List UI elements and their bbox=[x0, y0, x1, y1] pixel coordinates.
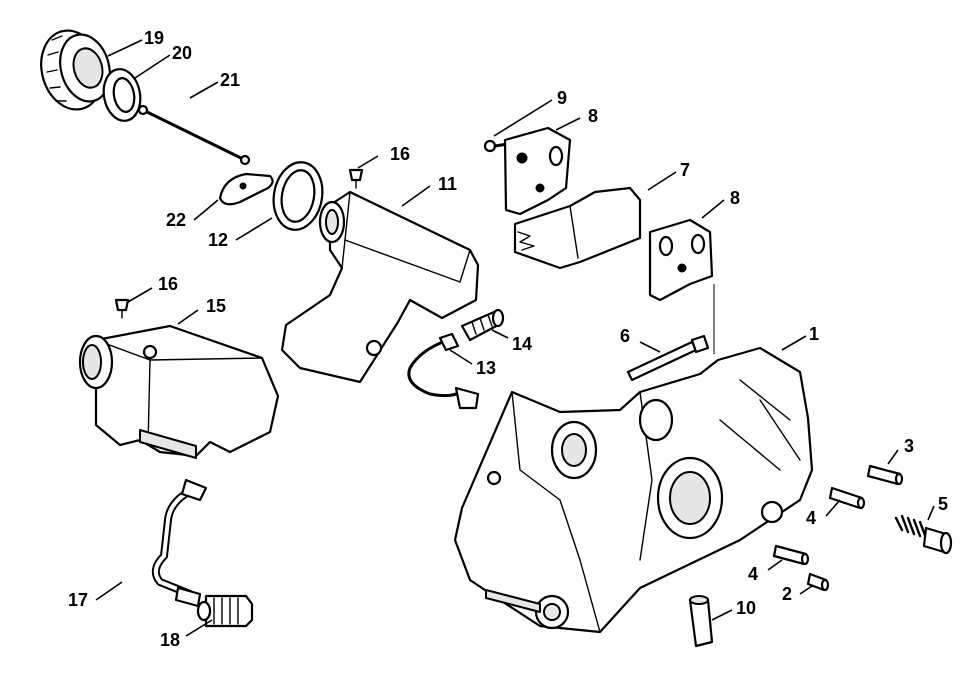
part-11-housing bbox=[280, 190, 480, 384]
part-12-gasket bbox=[272, 161, 324, 231]
part-13-cable bbox=[407, 332, 480, 410]
callout-6: 6 bbox=[620, 326, 630, 346]
part-8-plate-upper bbox=[503, 126, 572, 216]
part-5-spring-bolt bbox=[894, 514, 953, 555]
callout-3: 3 bbox=[904, 436, 914, 456]
part-16-screw-top bbox=[348, 168, 364, 189]
callout-5: 5 bbox=[938, 494, 948, 514]
callout-17: 17 bbox=[68, 590, 88, 610]
part-8-plate-lower bbox=[648, 218, 714, 302]
callout-16-top: 16 bbox=[390, 144, 410, 164]
callout-2: 2 bbox=[782, 584, 792, 604]
part-15-handle-housing bbox=[78, 324, 280, 459]
callout-7: 7 bbox=[680, 160, 690, 180]
callout-20: 20 bbox=[172, 43, 192, 63]
callout-14: 14 bbox=[512, 334, 532, 354]
part-18-fuel-filter bbox=[196, 594, 254, 628]
part-22-clip bbox=[218, 172, 274, 206]
part-19-cap bbox=[40, 29, 111, 111]
callout-4-lower: 4 bbox=[748, 564, 758, 584]
callout-4-upper: 4 bbox=[806, 508, 816, 528]
part-14-fitting bbox=[460, 308, 505, 342]
callout-13: 13 bbox=[476, 358, 496, 378]
leader-lines bbox=[95, 39, 935, 637]
part-1-crankcase bbox=[453, 346, 814, 634]
part-20-seal bbox=[102, 68, 142, 122]
part-4-pin-lower bbox=[772, 544, 810, 566]
callout-1: 1 bbox=[809, 324, 819, 344]
callout-18: 18 bbox=[160, 630, 180, 650]
part-3-pin bbox=[866, 464, 904, 486]
callout-21: 21 bbox=[220, 70, 240, 90]
part-6-bolt bbox=[626, 334, 710, 382]
part-17-fuel-hose bbox=[151, 478, 208, 608]
callout-19: 19 bbox=[144, 28, 164, 48]
part-21-rod bbox=[137, 104, 251, 166]
callout-16-lower: 16 bbox=[158, 274, 178, 294]
callout-11: 11 bbox=[438, 174, 457, 194]
part-7-shield bbox=[513, 186, 642, 270]
callout-9: 9 bbox=[557, 88, 567, 108]
callout-8-lower: 8 bbox=[730, 188, 740, 208]
callout-22: 22 bbox=[166, 210, 186, 230]
callout-15: 15 bbox=[206, 296, 226, 316]
callout-12: 12 bbox=[208, 230, 228, 250]
callout-labels: 19 20 21 22 12 16 11 9 8 7 8 6 1 3 4 5 4… bbox=[68, 28, 948, 650]
part-16-screw-lower bbox=[114, 298, 130, 319]
callout-8-upper: 8 bbox=[588, 106, 598, 126]
callout-10: 10 bbox=[736, 598, 756, 618]
part-4-pin-upper bbox=[828, 486, 866, 510]
part-2-pin bbox=[806, 572, 830, 592]
part-10-grommet bbox=[688, 595, 714, 648]
